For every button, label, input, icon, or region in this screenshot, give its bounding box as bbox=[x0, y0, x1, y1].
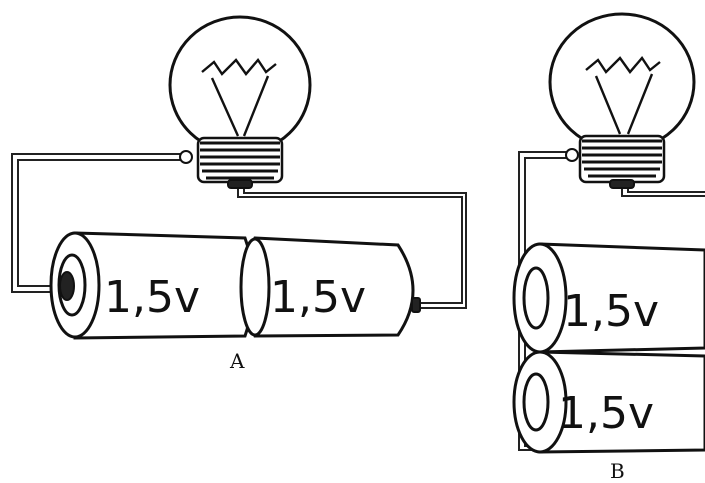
bulb-glass bbox=[548, 12, 696, 152]
cell-voltage-label: 1,5v bbox=[270, 272, 366, 323]
circuit-a-cell-1: 1,5v bbox=[49, 231, 255, 340]
bulb-filament bbox=[585, 56, 661, 135]
cell-voltage-label: 1,5v bbox=[104, 272, 200, 323]
bulb-glass bbox=[168, 15, 312, 155]
circuit-b-cell-1: 1,5v bbox=[512, 242, 705, 354]
cell-voltage-label: 1,5v bbox=[558, 388, 654, 439]
circuit-a-cell-2: 1,5v bbox=[239, 236, 421, 338]
circuit-a-bulb bbox=[168, 15, 312, 189]
circuit-b-bulb bbox=[548, 12, 696, 189]
circuit-label: A bbox=[229, 349, 245, 373]
circuit-b: 1,5v 1,5v B bbox=[512, 12, 705, 483]
bulb-filament bbox=[201, 58, 277, 137]
circuit-label: B bbox=[610, 459, 625, 483]
circuit-a-wires bbox=[11, 153, 467, 309]
cell-voltage-label: 1,5v bbox=[563, 286, 659, 337]
battery-terminal bbox=[59, 271, 75, 301]
circuit-b-cell-2: 1,5v bbox=[512, 350, 705, 454]
circuit-a: 1,5v 1,5v A bbox=[11, 15, 467, 373]
